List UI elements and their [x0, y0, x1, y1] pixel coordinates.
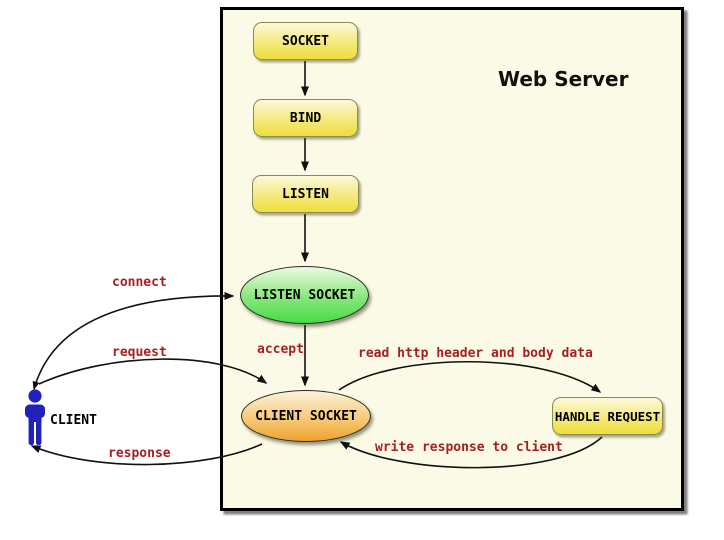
edge-label-connect: connect [112, 275, 167, 290]
node-listen: LISTEN [252, 175, 359, 213]
node-handle-request: HANDLE REQUEST [552, 397, 663, 435]
connect-arrow [32, 291, 235, 391]
node-socket: SOCKET [253, 22, 358, 60]
client-person-icon [25, 389, 45, 445]
edge-label-write-response: write response to client [375, 440, 563, 455]
web-server-title: Web Server [498, 67, 629, 91]
edge-label-read-http: read http header and body data [358, 346, 593, 361]
edge-label-request: request [112, 345, 167, 360]
edge-label-accept: accept [257, 342, 304, 357]
edge-label-response: response [108, 446, 171, 461]
client-actor-label: CLIENT [50, 413, 97, 428]
node-listen-socket: LISTEN SOCKET [240, 266, 369, 324]
node-bind: BIND [253, 99, 358, 137]
node-client-socket: CLIENT SOCKET [241, 390, 371, 442]
